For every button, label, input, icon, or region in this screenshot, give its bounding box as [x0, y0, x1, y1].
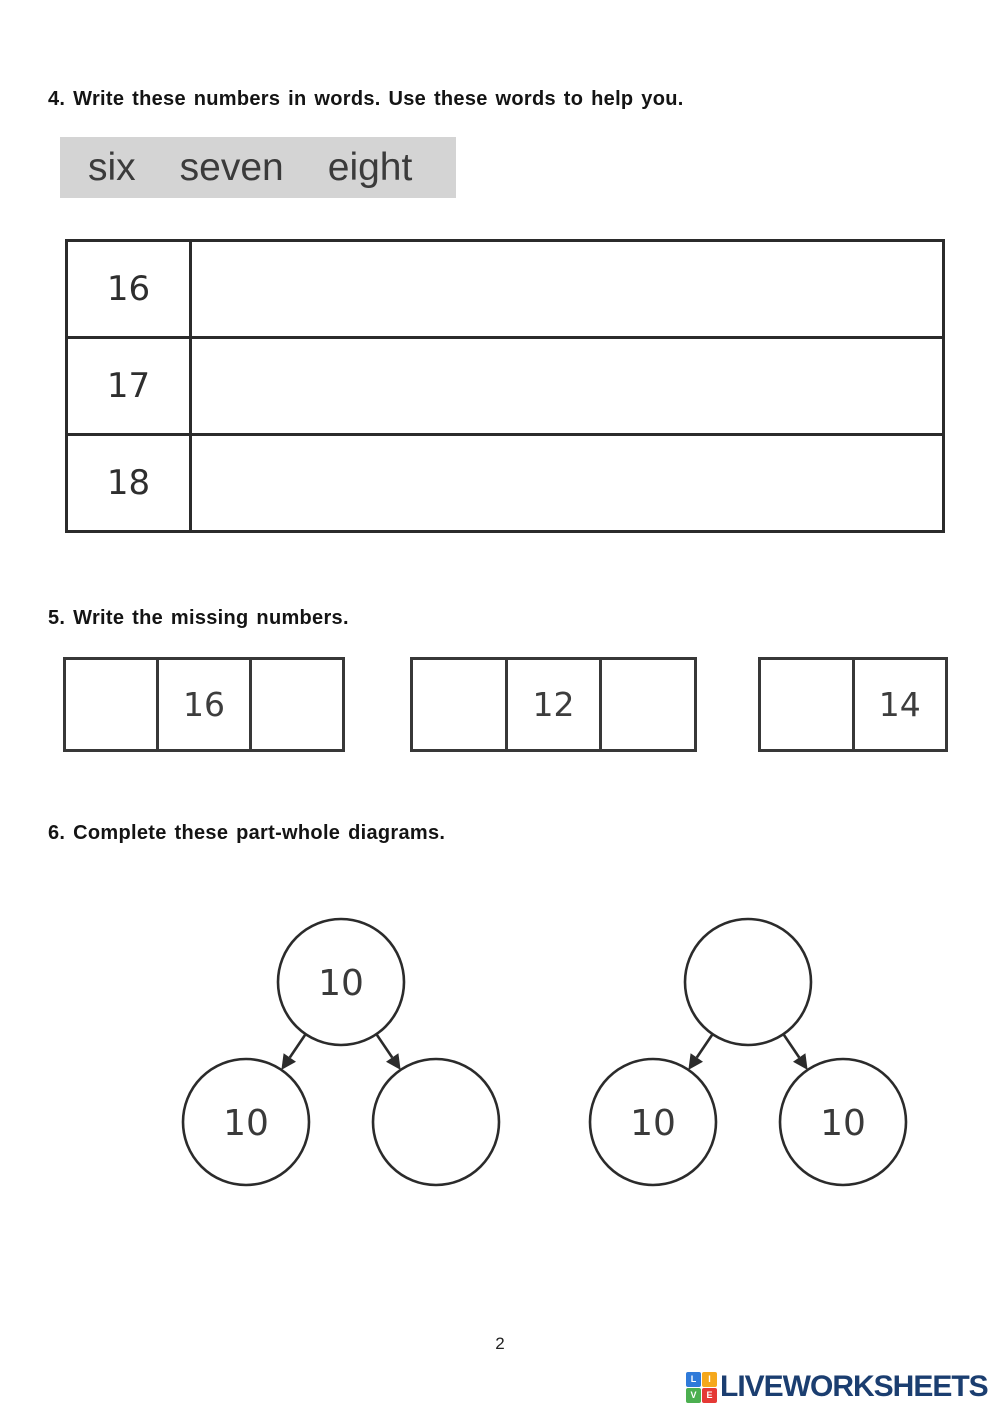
arrow-right	[782, 1033, 801, 1059]
strip-cell-empty[interactable]	[599, 660, 694, 749]
part-circle	[778, 1057, 908, 1187]
strip-cell: 16	[156, 660, 249, 749]
table-row: 17	[65, 336, 945, 436]
logo-tile-l: L	[686, 1371, 701, 1387]
strip-cell: 14	[851, 660, 946, 749]
part-right-value: 10	[820, 1103, 866, 1144]
word-bank-word: seven	[179, 145, 284, 189]
question-5-heading: 5. Write the missing numbers.	[48, 607, 349, 629]
number-strip: 14	[758, 657, 948, 752]
question-6-heading: 6. Complete these part-whole diagrams.	[48, 822, 446, 844]
part-circle-empty[interactable]	[371, 1057, 501, 1187]
logo-wordmark: LIVEWORKSHEETS	[720, 1370, 989, 1403]
arrow-left	[288, 1033, 307, 1059]
numbers-in-words-table: 16 17 18	[65, 239, 945, 533]
question-4-heading: 4. Write these numbers in words. Use the…	[48, 88, 684, 110]
row-number: 18	[65, 433, 192, 533]
number-strip: 16	[63, 657, 345, 752]
arrowhead-icon	[281, 1053, 296, 1070]
part-left-value: 10	[630, 1103, 676, 1144]
word-bank: six seven eight	[60, 137, 456, 198]
word-bank-word: eight	[327, 145, 413, 189]
table-row: 16	[65, 239, 945, 339]
whole-circle-empty[interactable]	[683, 917, 813, 1047]
page-number: 2	[495, 1334, 505, 1353]
strip-cell-empty[interactable]	[249, 660, 342, 749]
whole-circle	[276, 917, 406, 1047]
part-whole-diagrams: 10 10 10 10	[181, 917, 908, 1187]
arrowhead-icon	[688, 1053, 703, 1070]
strip-cell: 12	[504, 660, 600, 749]
liveworksheets-logo: L I V E LIVEWORKSHEETS	[686, 1366, 989, 1408]
arrow-left	[695, 1033, 714, 1059]
strip-cell-empty[interactable]	[761, 660, 852, 749]
arrowhead-icon	[386, 1053, 401, 1070]
row-number: 16	[65, 239, 192, 339]
logo-tile-i: I	[702, 1371, 717, 1387]
answer-cell[interactable]	[189, 239, 945, 339]
liveworksheets-logo-icon: L I V E	[686, 1371, 717, 1403]
logo-tile-v: V	[686, 1387, 701, 1403]
row-number: 17	[65, 336, 192, 436]
part-left-value: 10	[223, 1103, 269, 1144]
arrowhead-icon	[793, 1053, 808, 1070]
part-whole-diagram-2: 10 10	[588, 917, 908, 1187]
part-circle	[588, 1057, 718, 1187]
number-strip: 12	[410, 657, 697, 752]
part-circle	[181, 1057, 311, 1187]
strip-cell-empty[interactable]	[66, 660, 156, 749]
answer-cell[interactable]	[189, 336, 945, 436]
table-row: 18	[65, 433, 945, 533]
arrow-right	[375, 1033, 394, 1059]
answer-cell[interactable]	[189, 433, 945, 533]
strip-cell-empty[interactable]	[413, 660, 505, 749]
word-bank-word: six	[88, 145, 136, 189]
logo-tile-e: E	[702, 1387, 717, 1403]
whole-value: 10	[318, 963, 364, 1004]
part-whole-diagram-1: 10 10	[181, 917, 501, 1187]
